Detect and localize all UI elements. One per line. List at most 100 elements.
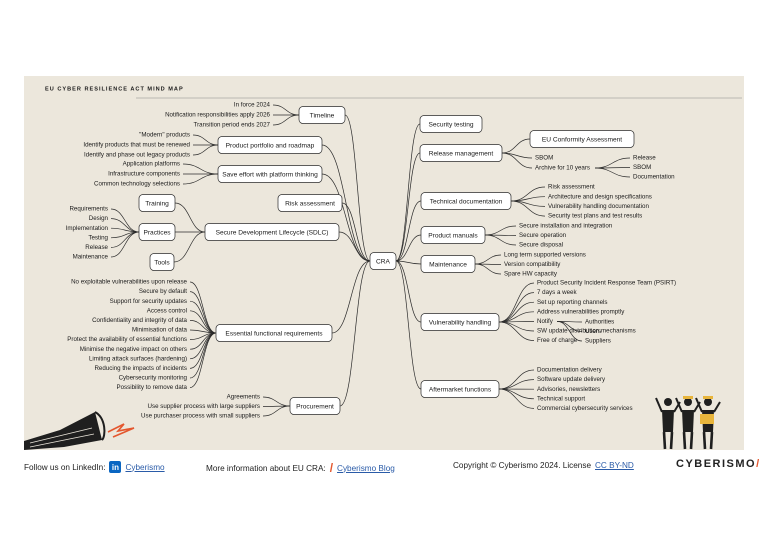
procurement-box bbox=[289, 397, 341, 415]
linkedin-link[interactable]: Cyberismo bbox=[125, 462, 165, 472]
connector-line bbox=[189, 300, 217, 334]
connector-line bbox=[594, 157, 631, 169]
technical-documentation-label: Technical documentation bbox=[430, 198, 503, 205]
risk-assessment-box bbox=[277, 194, 343, 212]
connector-line bbox=[189, 281, 217, 334]
connector-line bbox=[339, 260, 371, 407]
portfolio-label: Product portfolio and roadmap bbox=[226, 142, 315, 149]
connector-line bbox=[262, 405, 291, 417]
connector-line bbox=[498, 388, 535, 409]
maintenance-item-spare-hw-capacity: Spare HW capacity bbox=[504, 271, 558, 278]
connector-line bbox=[498, 282, 535, 323]
connector-line bbox=[331, 260, 371, 334]
notify-item-users: Users bbox=[585, 328, 601, 335]
cra-center-box bbox=[369, 252, 397, 270]
connector-line bbox=[182, 163, 219, 175]
brand-mark-icon: / bbox=[756, 458, 761, 470]
vuln-item-notify: Notify bbox=[537, 318, 554, 325]
requirement-item-confidentiality-and-integrity-of-data: Confidentiality and integrity of data bbox=[92, 317, 187, 324]
procurement-item-use-purchaser-process-with-small-suppliers: Use purchaser process with small supplie… bbox=[141, 413, 260, 420]
maintenance-box bbox=[420, 255, 476, 273]
platform-box bbox=[217, 165, 323, 183]
portfolio-item-identify-and-phase-out-legacy-products: Identify and phase out legacy products bbox=[84, 152, 190, 159]
connector-line bbox=[110, 231, 140, 258]
notify-item-suppliers: Suppliers bbox=[585, 338, 611, 345]
eu-conformity-assessment-box bbox=[529, 130, 635, 148]
requirement-item-reducing-the-impacts-of-incidents: Reducing the impacts of incidents bbox=[94, 365, 187, 372]
manual-item-secure-operation: Secure operation bbox=[519, 232, 567, 239]
connector-line bbox=[395, 200, 422, 262]
portfolio-item-identify-products-that-must-be-renewed: Identify products that must be renewed bbox=[83, 142, 190, 149]
brand-logo: CYBERISMO/ bbox=[676, 458, 761, 470]
vuln-item-free-of-charge: Free of charge bbox=[537, 337, 578, 344]
sdlc-box bbox=[204, 223, 340, 241]
notify-item-authorities: Authorities bbox=[585, 319, 614, 326]
requirement-item-no-exploitable-vulnerabilities-upon-release: No exploitable vulnerabilities upon rele… bbox=[71, 279, 187, 286]
connector-line bbox=[321, 173, 371, 262]
archive-item-documentation: Documentation bbox=[633, 174, 675, 181]
product-manuals-label: Product manuals bbox=[428, 232, 478, 239]
techdoc-item-vulnerability-handling-documentation: Vulnerability handling documentation bbox=[548, 203, 649, 210]
sdlc-label: Secure Development Lifecycle (SDLC) bbox=[216, 229, 329, 236]
release-management-label: Release management bbox=[429, 150, 494, 157]
timeline-item-in-force-2024: In force 2024 bbox=[234, 102, 271, 109]
cra-center-label: CRA bbox=[376, 258, 391, 265]
timeline-item-transition-period-ends-2027: Transition period ends 2027 bbox=[194, 122, 271, 129]
connector-line bbox=[395, 152, 421, 262]
license-link[interactable]: CC BY-ND bbox=[595, 461, 634, 470]
connector-line bbox=[338, 231, 371, 262]
training-box bbox=[138, 194, 176, 212]
practice-item-requirements: Requirements bbox=[69, 206, 108, 213]
vuln-item-7-days-a-week: 7 days a week bbox=[537, 289, 577, 296]
connector-line bbox=[395, 123, 421, 262]
connector-line bbox=[484, 234, 517, 246]
essential-requirements-box bbox=[215, 324, 333, 342]
connector-line bbox=[272, 114, 300, 126]
blog-link[interactable]: Cyberismo Blog bbox=[337, 463, 395, 473]
connector-line bbox=[182, 173, 219, 185]
portfolio-item-modern-products: "Modern" products bbox=[139, 132, 190, 139]
connector-line bbox=[189, 310, 217, 334]
connector-line bbox=[173, 231, 206, 263]
aftermarket-item-advisories-newsletters: Advisories, newsletters bbox=[537, 386, 600, 393]
connector-line bbox=[498, 321, 535, 341]
timeline-box bbox=[298, 106, 346, 124]
technical-documentation-box bbox=[420, 192, 512, 210]
aftermarket-functions-label: Aftermarket functions bbox=[429, 386, 492, 393]
connector-line bbox=[192, 134, 219, 146]
techdoc-item-security-test-plans-and-test-results: Security test plans and test results bbox=[548, 213, 642, 220]
requirement-item-limiting-attack-surfaces-hardening: Limiting attack surfaces (hardening) bbox=[89, 355, 187, 362]
eu-conformity-assessment-label: EU Conformity Assessment bbox=[542, 136, 622, 143]
vulnerability-handling-box bbox=[420, 313, 500, 331]
requirement-item-minimisation-of-data: Minimisation of data bbox=[132, 327, 188, 334]
timeline-label: Timeline bbox=[310, 112, 335, 119]
requirement-item-minimise-the-negative-impact-on-others: Minimise the negative impact on others bbox=[80, 346, 187, 353]
connector-line bbox=[272, 104, 300, 116]
aftermarket-item-commercial-cybersecurity-services: Commercial cybersecurity services bbox=[537, 405, 633, 412]
manual-item-secure-installation-and-integration: Secure installation and integration bbox=[519, 223, 613, 230]
practices-box bbox=[138, 223, 176, 241]
info-prefix: More information about EU CRA: bbox=[206, 463, 326, 473]
requirement-item-protect-the-availability-of-essential-functions: Protect the availability of essential fu… bbox=[67, 336, 187, 343]
connector-line bbox=[498, 292, 535, 323]
connector-line bbox=[174, 202, 206, 233]
connector-line bbox=[189, 332, 217, 388]
connector-line bbox=[110, 208, 140, 233]
maintenance-item-long-term-supported-versions: Long term supported versions bbox=[504, 252, 586, 259]
archive-item-release: Release bbox=[633, 155, 656, 162]
connector-line bbox=[501, 152, 533, 169]
requirement-item-access-control: Access control bbox=[147, 307, 187, 314]
connector-line bbox=[395, 260, 422, 265]
timeline-item-notification-responsibilities-apply-2026: Notification responsibilities apply 2026 bbox=[165, 112, 270, 119]
connector-line bbox=[484, 225, 517, 236]
manual-item-secure-disposal: Secure disposal bbox=[519, 242, 563, 249]
linkedin-icon: in bbox=[109, 461, 122, 473]
vuln-item-set-up-reporting-channels: Set up reporting channels bbox=[537, 299, 608, 306]
connector-line bbox=[189, 332, 217, 379]
platform-item-infrastructure-components: Infrastructure components bbox=[108, 171, 180, 178]
techdoc-item-architecture-and-design-specifications: Architecture and design specifications bbox=[548, 193, 652, 200]
connector-line bbox=[395, 260, 422, 390]
procurement-item-use-supplier-process-with-large-suppliers: Use supplier process with large supplier… bbox=[148, 403, 260, 410]
connector-line bbox=[189, 332, 217, 369]
